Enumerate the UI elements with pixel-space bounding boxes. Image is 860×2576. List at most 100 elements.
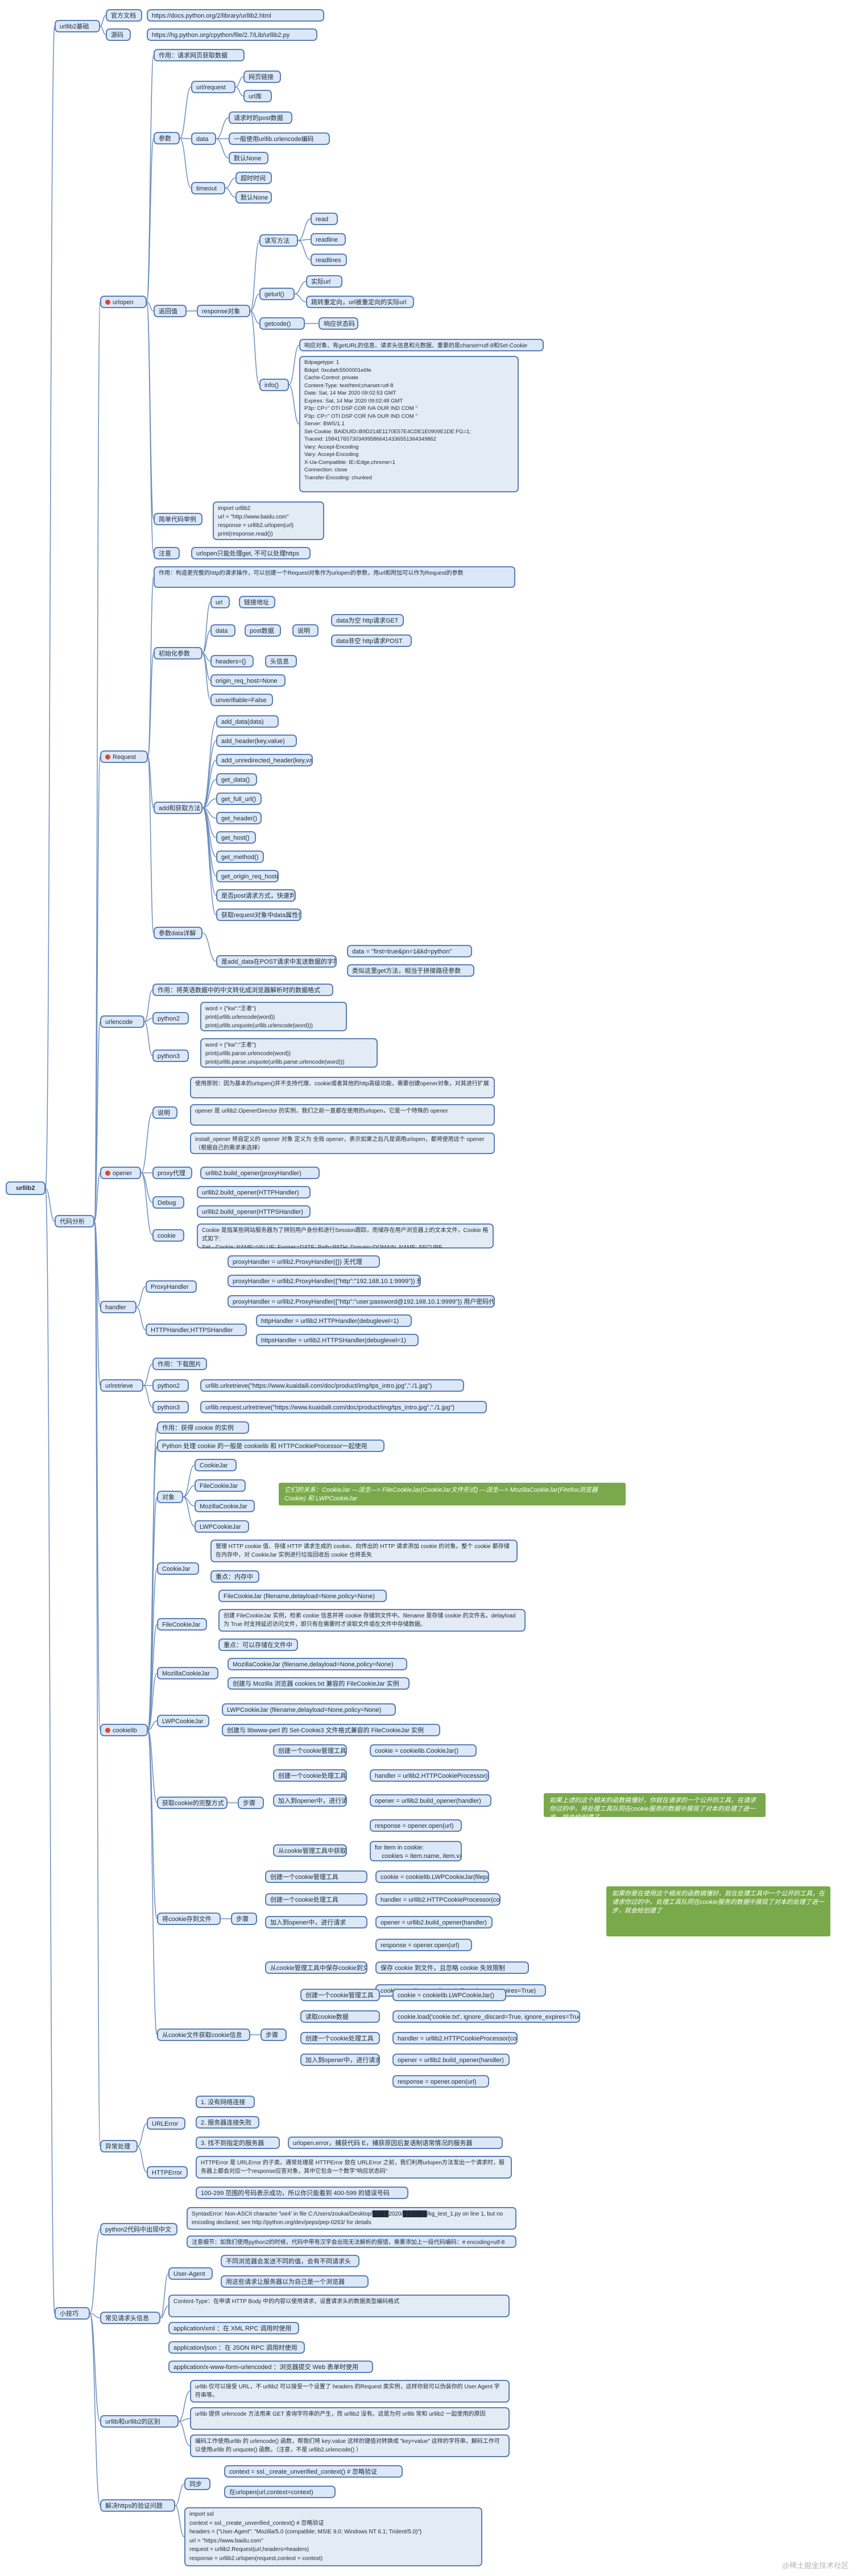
https-item[interactable]: context = ssl._create_unverified_context… bbox=[224, 2465, 403, 2478]
dataparam-label[interactable]: 参数data详解 bbox=[154, 927, 202, 939]
getcode-node[interactable]: getcode() bbox=[259, 317, 305, 330]
ctor-data[interactable]: data bbox=[210, 624, 235, 637]
opener-desc[interactable]: 使用原则：因为基本的urlopen()并不支持代理、cookie或者其他的htt… bbox=[190, 1077, 495, 1098]
urlencode-py3-label[interactable]: python3 bbox=[152, 1050, 189, 1062]
data-note[interactable]: data为空 http请求GET bbox=[331, 614, 404, 627]
urlopen-note-label[interactable]: 注意 bbox=[154, 547, 180, 559]
proxyhandler-label[interactable]: ProxyHandler bbox=[146, 1280, 197, 1293]
root-node[interactable]: urllib2 bbox=[6, 1181, 46, 1195]
get-step[interactable]: 加入到opener中，进行请求 bbox=[273, 1794, 347, 1807]
opener-proxy-label[interactable]: proxy代理 bbox=[152, 1167, 192, 1179]
request-method-item[interactable]: add_unredirected_header(key,value) bbox=[216, 754, 313, 766]
https-code[interactable]: import ssl context = ssl._create_unverif… bbox=[184, 2507, 482, 2566]
dataparam-item[interactable]: data = "first=true&pn=1&kd=python" bbox=[347, 945, 472, 957]
urlerror-item[interactable]: 3. 找不到指定的服务器 bbox=[196, 2137, 280, 2149]
data-item[interactable]: 请求时的post数据 bbox=[229, 111, 292, 124]
ctor-unverifiable[interactable]: unverifiable=False bbox=[210, 694, 273, 706]
httperror-item[interactable]: HTTPError 是 URLError 的子类，通常处理是 HTTPError… bbox=[196, 2156, 512, 2179]
filecookiejar-item[interactable]: 创建 FileCookieJar 实例，检索 cookie 信息并将 cooki… bbox=[218, 1609, 526, 1632]
urlretrieve-node[interactable]: urlretrieve bbox=[100, 1379, 143, 1392]
geturl-node[interactable]: geturl() bbox=[259, 288, 295, 300]
get-code[interactable]: handler = urllib2.HTTPCookieProcessor(co… bbox=[370, 1769, 489, 1782]
get-code[interactable]: opener = urllib2.build_opener(handler) bbox=[370, 1794, 491, 1807]
ua-item[interactable]: 用这些请求让服务器以为自己是一个浏览器 bbox=[221, 2275, 369, 2288]
urlerror-code[interactable]: urlopen.error，捕获代码 E，捕获原因后复语制语常情况的服务器 bbox=[288, 2137, 503, 2149]
ctor-url[interactable]: url bbox=[210, 596, 230, 608]
opener-install[interactable]: install_opener 将自定义的 opener 对象 定义为 全局 op… bbox=[190, 1133, 495, 1154]
urlencode-node[interactable]: urlencode bbox=[100, 1015, 144, 1028]
urlopen-params[interactable]: 参数 bbox=[154, 132, 180, 144]
opener-create[interactable]: opener 是 urllib2.OpenerDirector 的实例，我们之前… bbox=[190, 1104, 495, 1126]
object-item[interactable]: MozillaCookieJar bbox=[195, 1500, 255, 1512]
filecookiejar-item[interactable]: FileCookieJar (filename,delayload=None,p… bbox=[218, 1590, 387, 1602]
encoding-item[interactable]: 注意细节：如我们使用python2的时候，代码中带有汉字会出现无法解析的报错，需… bbox=[187, 2235, 516, 2248]
https-label[interactable]: 解决https的验证问题 bbox=[100, 2499, 175, 2512]
mozilla-item[interactable]: MozillaCookieJar (filename,delayload=Non… bbox=[228, 1658, 407, 1670]
get-cookie-label[interactable]: 获取cookie的完整方式 bbox=[157, 1797, 228, 1809]
example-code[interactable]: import urllib2 url = "http://www.baidu.c… bbox=[213, 501, 324, 540]
urlretrieve-py3-code[interactable]: urllib.request.urlretrieve("https://www.… bbox=[200, 1401, 487, 1413]
load-step[interactable]: 创建一个cookie处理工具 bbox=[300, 2032, 380, 2044]
load-code[interactable]: handler = urllib2.HTTPCookieProcessor(co… bbox=[392, 2032, 518, 2044]
https-sync-label[interactable]: 同步 bbox=[184, 2478, 210, 2490]
save-step[interactable]: 创建一个cookie管理工具 bbox=[265, 1870, 367, 1883]
urlerror-item[interactable]: 2. 服务器连接失败 bbox=[196, 2116, 259, 2129]
httperror-label[interactable]: HTTPError bbox=[147, 2166, 188, 2179]
mozilla-item[interactable]: 创建与 Mozilla 浏览器 cookies.txt 兼容的 FileCook… bbox=[228, 1677, 410, 1690]
timeout-item[interactable]: 默认None bbox=[235, 191, 272, 204]
ctor-url-desc[interactable]: 链接地址 bbox=[239, 596, 275, 608]
ctor-label[interactable]: 初始化参数 bbox=[154, 647, 202, 659]
get-step[interactable]: 创建一个cookie管理工具 bbox=[273, 1744, 347, 1757]
example-label[interactable]: 简单代码举例 bbox=[154, 513, 202, 525]
info-node[interactable]: info() bbox=[259, 379, 289, 391]
geturl-item[interactable]: 跳转重定向，url被重定向的实际url bbox=[306, 296, 414, 308]
data-note[interactable]: data非空 http请求POST bbox=[331, 634, 412, 647]
src-url[interactable]: https://hg.python.org/cpython/file/2.7/L… bbox=[147, 28, 317, 41]
urlopen-node[interactable]: urlopen bbox=[100, 296, 147, 308]
filecookiejar-label[interactable]: FileCookieJar bbox=[157, 1618, 207, 1631]
handler-node[interactable]: handler bbox=[100, 1301, 137, 1313]
lwp-item[interactable]: 创建与 libwww-perl 的 Set-Cookie3 文件格式兼容的 Fi… bbox=[222, 1724, 440, 1736]
proxyhandler-item[interactable]: proxyHandler = urllib2.ProxyHandler({"ht… bbox=[228, 1295, 495, 1308]
read-item[interactable]: read bbox=[311, 213, 338, 225]
read-item[interactable]: readlines bbox=[311, 254, 347, 266]
methods-label[interactable]: add和获取方法 bbox=[154, 802, 202, 814]
data-item[interactable]: 默认None bbox=[229, 152, 268, 164]
load-steps-label[interactable]: 步骤 bbox=[261, 2029, 287, 2041]
return-label[interactable]: 返回值 bbox=[154, 305, 187, 317]
request-node[interactable]: Request bbox=[100, 750, 148, 763]
timeout-item[interactable]: 超时时间 bbox=[235, 172, 272, 184]
ct-item[interactable]: application/xml ：在 XML RPC 调用时使用 bbox=[168, 2322, 299, 2334]
read-item[interactable]: readline bbox=[311, 233, 346, 246]
urlretrieve-role[interactable]: 作用：下载图片 bbox=[152, 1358, 207, 1370]
save-cookie-label[interactable]: 将cookie存到文件 bbox=[157, 1913, 221, 1925]
content-type-text[interactable]: Content-Type：在申请 HTTP Body 中的内容以使用请求，设置请… bbox=[168, 2295, 510, 2317]
urlencode-role[interactable]: 作用：将英语数据中的中文转化成浏览器解析时的数据格式 bbox=[152, 984, 333, 996]
urlencode-py2-label[interactable]: python2 bbox=[152, 1012, 189, 1024]
urlencode-py3-code[interactable]: word = {"kw":"王者"} print(urllib.parse.ur… bbox=[200, 1038, 378, 1068]
cookielib-role[interactable]: 作用：获得 cookie 的实例 bbox=[157, 1421, 249, 1434]
ua-item[interactable]: 不同浏览器会发送不同的值，会有不同请求头 bbox=[221, 2255, 359, 2267]
diff-item[interactable]: urllib 仅可以接受 URL，不 urllib2 可以接受一个设置了 hea… bbox=[190, 2380, 510, 2403]
load-step[interactable]: 加入到opener中，进行请求 bbox=[300, 2054, 380, 2066]
ctor-post-data[interactable]: post数据 bbox=[245, 624, 281, 637]
httphandler-item[interactable]: httpHandler = urllib2.HTTPHandler(debugl… bbox=[256, 1314, 412, 1327]
opener-debug-label[interactable]: Debug bbox=[152, 1196, 184, 1209]
get-step[interactable]: 创建一个cookie处理工具 bbox=[273, 1769, 347, 1782]
save-steps-label[interactable]: 步骤 bbox=[231, 1913, 257, 1925]
https-item[interactable]: 在urlopen(url,context=context) bbox=[224, 2486, 336, 2498]
diff-label[interactable]: urllib和urllib2的区别 bbox=[100, 2415, 179, 2428]
object-item[interactable]: CookieJar bbox=[195, 1459, 237, 1471]
doc-label[interactable]: 官方文档 bbox=[106, 9, 142, 22]
urlretrieve-py3-label[interactable]: python3 bbox=[152, 1401, 189, 1413]
lwp-label[interactable]: LWPCookieJar bbox=[157, 1715, 209, 1727]
section-summary[interactable]: urllib2基础 bbox=[55, 20, 100, 32]
request-method-item[interactable]: get_full_url() bbox=[216, 793, 262, 805]
object-item[interactable]: LWPCookieJar bbox=[195, 1520, 249, 1533]
urlretrieve-py2-code[interactable]: urllib.urlretrieve("https://www.kuaidail… bbox=[200, 1379, 464, 1392]
cookielib-node[interactable]: cookielib bbox=[100, 1724, 148, 1736]
save-code[interactable]: handler = urllib2.HTTPCookieProcessor(co… bbox=[375, 1893, 501, 1906]
getcode-item[interactable]: 响应状态码 bbox=[319, 317, 358, 330]
request-role[interactable]: 作用：构造更完整的http的请求操作，可以创建一个Request对象作为urlo… bbox=[154, 566, 515, 588]
save-step[interactable]: 从cookie管理工具中保存cookie到文件 bbox=[265, 1961, 367, 1974]
